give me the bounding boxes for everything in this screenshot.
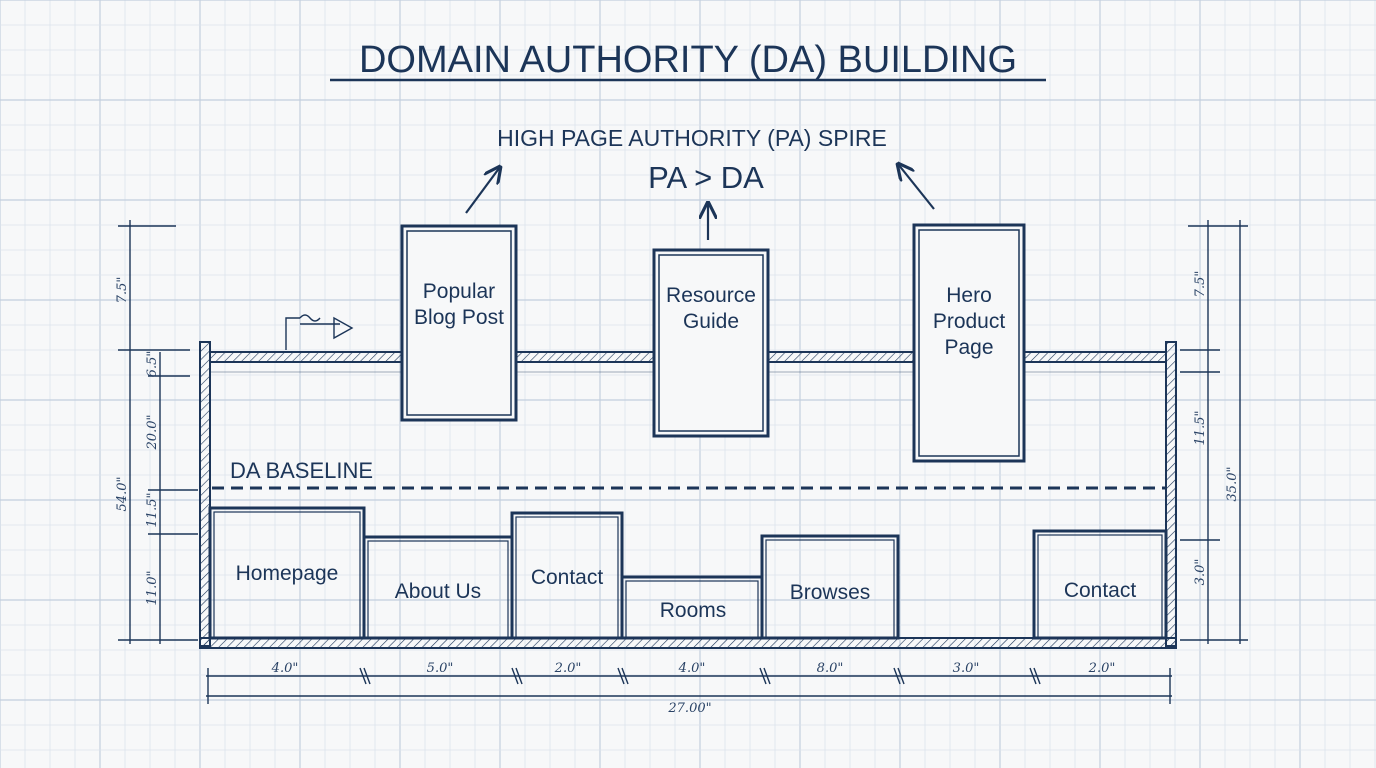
tower-label-line: Blog Post — [414, 306, 504, 329]
spire-formula: PA > DA — [648, 160, 764, 195]
room-label: About Us — [395, 580, 481, 603]
arrow-left — [465, 167, 500, 214]
tower-hero-product-page: Hero Product Page — [912, 223, 1026, 463]
left-dimension-label: 11.5" — [145, 493, 160, 528]
room-label: Rooms — [660, 599, 727, 622]
spire-arrows — [465, 164, 935, 240]
right-dimension-label: 3.0" — [1193, 559, 1208, 586]
room-contact-2 — [1032, 529, 1168, 640]
bottom-dimension-label: 4.0" — [271, 661, 299, 676]
right-dimension-label: 35.0" — [1225, 467, 1240, 502]
bottom-dimension-label: 5.0" — [427, 661, 454, 676]
bottom-dimension-label: 4.0" — [678, 661, 706, 676]
tower-label-line: Hero — [946, 284, 992, 307]
left-dimension-label: 54.0" — [115, 477, 130, 512]
bottom-dimension-label: 3.0" — [953, 661, 980, 676]
room-browses — [760, 534, 900, 640]
tower-label-line: Guide — [683, 310, 739, 333]
bottom-dimensions — [206, 667, 1172, 704]
room-label: Contact — [1064, 579, 1137, 602]
arrow-right — [898, 164, 935, 210]
tower-label-line: Product — [933, 310, 1006, 333]
tower-label-line: Page — [944, 336, 993, 359]
bottom-dimension-label: 2.0" — [1088, 661, 1116, 676]
bottom-dimension-label: 2.0" — [554, 661, 582, 676]
tower-resource-guide: Resource Guide — [652, 248, 770, 438]
spire-label: HIGH PAGE AUTHORITY (PA) SPIRE — [497, 125, 887, 151]
left-dimension-label: 20.0" — [145, 415, 160, 451]
left-dimension-label: 6.5" — [145, 351, 160, 378]
tower-popular-blog-post: Popular Blog Post — [400, 224, 518, 422]
room-label: Contact — [531, 566, 604, 589]
bottom-dimension-label: 8.0" — [817, 661, 844, 676]
left-dimension-label: 7.5" — [115, 277, 130, 304]
tower-label-line: Popular — [423, 280, 495, 303]
total-width-label: 27.00" — [667, 701, 711, 716]
right-dimension-label: 7.5" — [1193, 271, 1208, 298]
baseline-label: DA BASELINE — [230, 458, 373, 483]
left-dimensions — [118, 220, 198, 644]
tower-label-line: Resource — [666, 284, 756, 307]
diagram-title: DOMAIN AUTHORITY (DA) BUILDING — [359, 39, 1017, 81]
roof-annotation — [285, 314, 354, 350]
left-dimension-label: 11.0" — [145, 571, 160, 606]
room-label: Homepage — [236, 562, 339, 585]
rooms — [208, 506, 1168, 640]
right-dimensions — [1180, 220, 1248, 644]
right-dimension-label: 11.5" — [1193, 411, 1208, 446]
room-label: Browses — [790, 581, 871, 604]
